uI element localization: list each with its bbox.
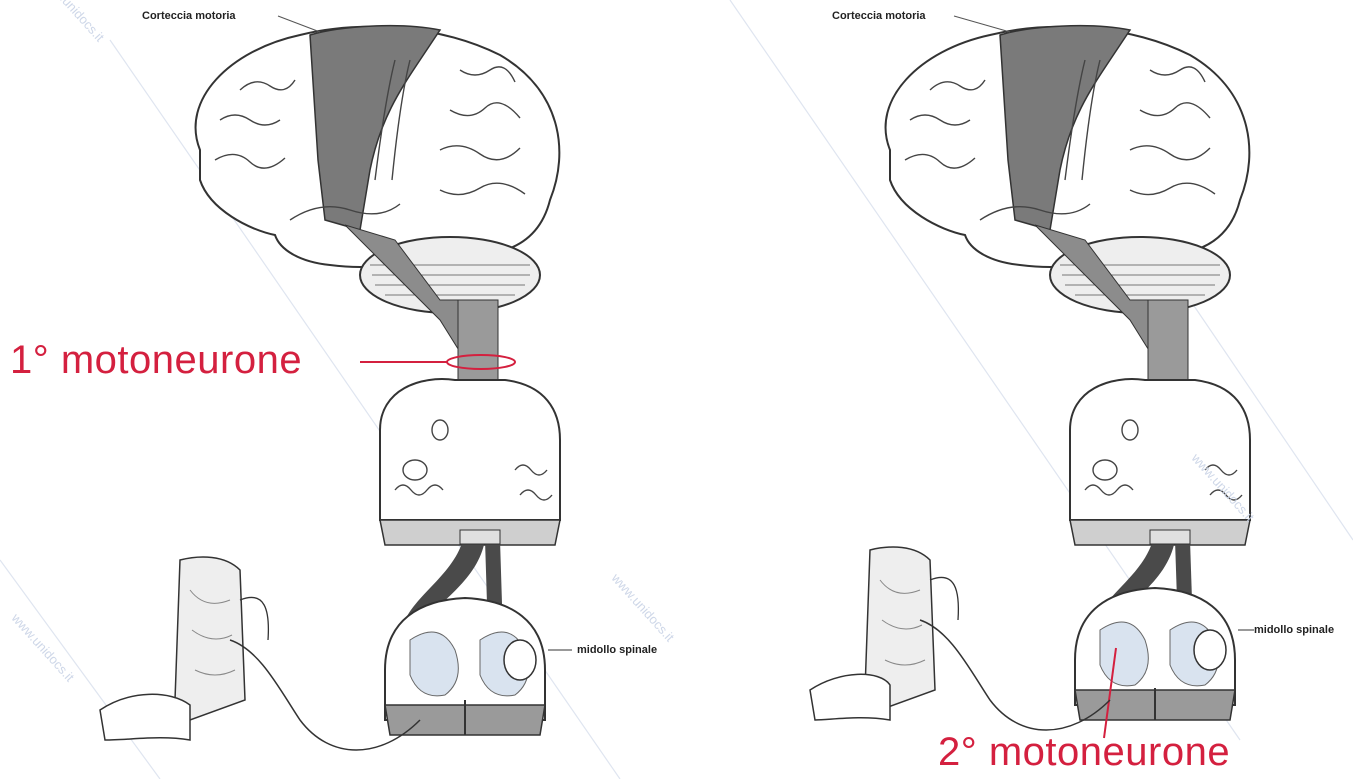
right-diagram: Corteccia motoria midollo spinale 2° mot… [676, 0, 1352, 779]
medulla-section [380, 379, 560, 520]
left-cortex-label: Corteccia motoria [142, 10, 236, 22]
first-motoneuron-label: 1° motoneurone [10, 338, 302, 383]
right-cortex-label: Corteccia motoria [832, 10, 926, 22]
right-spinal-cord-label: midollo spinale [1254, 624, 1334, 636]
left-diagram: Corteccia motoria midollo spinale 1° mot… [0, 0, 676, 779]
left-spinal-cord-label: midollo spinale [577, 644, 657, 656]
left-nervous-system-illustration [0, 0, 676, 779]
second-motoneuron-label: 2° motoneurone [938, 730, 1230, 775]
right-nervous-system-illustration [676, 0, 1352, 779]
